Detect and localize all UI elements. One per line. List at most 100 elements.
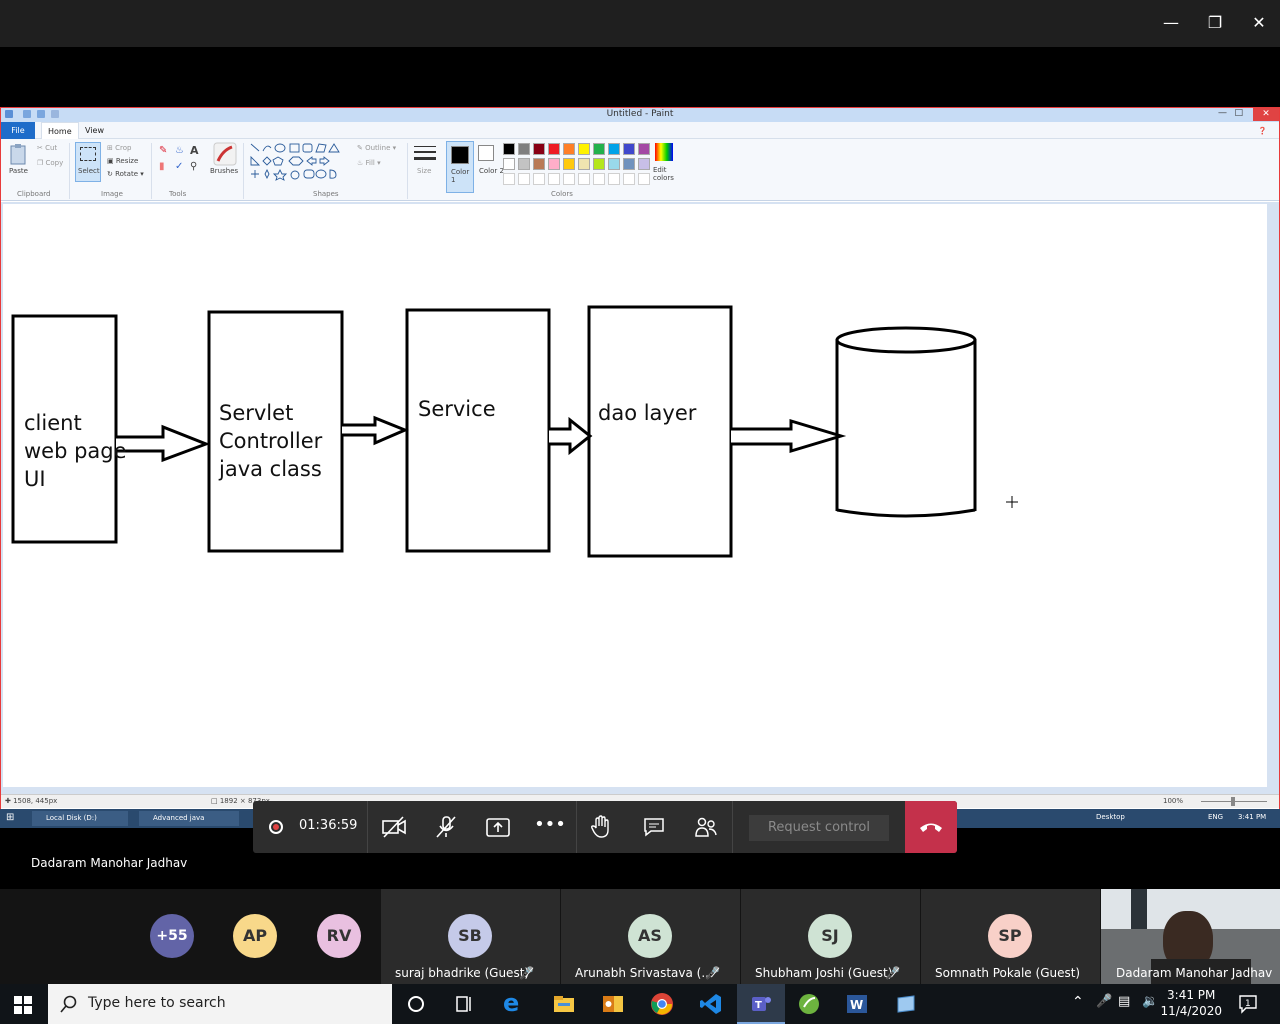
save-icon[interactable] [23,110,31,118]
paint-restore-icon[interactable]: □ [1234,108,1243,118]
palette-swatch[interactable] [548,143,560,155]
notifications-icon[interactable]: 1 [1238,994,1258,1014]
palette-swatch[interactable] [593,158,605,170]
palette-swatch[interactable] [503,158,515,170]
palette-swatch[interactable] [533,158,545,170]
cut-button[interactable]: ✂ Cut [37,144,58,152]
outline-button[interactable]: ✎ Outline ▾ [357,144,397,152]
camera-off-icon[interactable] [381,815,407,839]
taskbar-search[interactable]: Type here to search [48,984,392,1024]
windows-start-icon[interactable] [14,996,32,1014]
palette-swatch[interactable] [518,143,530,155]
palette-swatch[interactable] [623,143,635,155]
magnifier-icon[interactable]: ⚲ [190,161,198,172]
color1-button[interactable]: Color 1 [446,141,474,193]
palette-swatch-empty[interactable] [533,173,545,185]
palette-swatch[interactable] [563,158,575,170]
fill-icon[interactable]: ♨ [175,145,184,156]
color-picker-icon[interactable]: ✓ [175,161,184,172]
volume-icon[interactable]: 🔉 [1142,994,1159,1009]
resize-button[interactable]: ▣ Resize [107,157,139,165]
minimize-icon[interactable]: — [1163,13,1179,32]
palette-swatch-empty[interactable] [593,173,605,185]
task-view-icon[interactable] [452,992,476,1016]
share-screen-icon[interactable] [486,816,510,838]
shapes-gallery[interactable] [249,142,345,182]
participant-tile[interactable]: SB suraj bhadrike (Guest) 🎤̸ [381,889,560,984]
crop-button[interactable]: ⊞ Crop [107,144,132,152]
paste-button[interactable]: Paste [9,167,28,175]
vscode-icon[interactable] [699,992,723,1016]
palette-swatch[interactable] [548,158,560,170]
zoom-slider-thumb[interactable] [1231,797,1235,806]
palette-swatch[interactable] [608,158,620,170]
copy-button[interactable]: ❐ Copy [37,159,64,167]
taskbar-clock[interactable]: 3:41 PM 11/4/2020 [1160,987,1222,1019]
restore-icon[interactable]: ❐ [1207,13,1223,32]
paste-icon[interactable] [9,143,27,165]
color2-label[interactable]: Color 2 [479,167,504,175]
palette-swatch[interactable] [578,143,590,155]
rotate-button[interactable]: ↻ Rotate ▾ [107,170,144,178]
remote-task-local-disk[interactable]: Local Disk (D:) [32,811,128,826]
paint-taskbar-icon[interactable] [894,992,918,1016]
participant-video-tile[interactable]: Dadaram Manohar Jadhav [1101,889,1280,984]
brushes-button[interactable]: Brushes [210,167,239,175]
palette-swatch[interactable] [608,143,620,155]
paint-minimize-icon[interactable]: — [1218,108,1227,118]
raise-hand-icon[interactable] [590,815,612,839]
palette-swatch[interactable] [578,158,590,170]
palette-swatch[interactable] [533,143,545,155]
paint-close-icon[interactable]: ✕ [1253,108,1279,121]
text-icon[interactable]: A [190,144,199,157]
tab-file[interactable]: File [1,122,35,139]
fill-button[interactable]: ♨ Fill ▾ [357,159,381,167]
select-button[interactable]: Select [75,142,101,182]
edit-colors-icon[interactable] [655,143,673,161]
tray-chevron-icon[interactable]: ⌃ [1072,994,1084,1010]
avatar-ap[interactable]: AP [233,914,277,958]
size-icon[interactable] [413,144,437,164]
remote-task-advanced-java[interactable]: Advanced java [139,811,239,826]
redo-icon[interactable] [51,110,59,118]
palette-swatch-empty[interactable] [563,173,575,185]
palette-swatch-empty[interactable] [608,173,620,185]
participant-tile[interactable]: SJ Shubham Joshi (Guest) 🎤̸ [741,889,920,984]
word-icon[interactable]: W [845,992,869,1016]
palette-swatch[interactable] [638,143,650,155]
tab-home[interactable]: Home [41,122,79,139]
outlook-icon[interactable] [601,992,625,1016]
participants-icon[interactable] [694,816,718,838]
request-control-button[interactable]: Request control [749,815,889,841]
color2-swatch[interactable] [478,145,494,161]
help-icon[interactable]: ❓ [1258,127,1267,135]
chat-icon[interactable] [643,817,665,837]
teams-taskbar-active[interactable]: T [737,984,785,1024]
file-explorer-icon[interactable] [552,992,576,1016]
hang-up-button[interactable] [905,801,957,853]
edge-icon[interactable]: e [503,989,520,1017]
mic-tray-icon[interactable]: 🎤 [1096,994,1113,1009]
drawing-canvas[interactable]: client web page UI Servlet Controller ja… [3,204,1267,787]
close-icon[interactable]: ✕ [1252,13,1266,32]
size-button[interactable]: Size [417,167,432,175]
palette-swatch[interactable] [638,158,650,170]
undo-icon[interactable] [37,110,45,118]
palette-swatch-empty[interactable] [503,173,515,185]
palette-swatch-empty[interactable] [578,173,590,185]
tab-view[interactable]: View [85,126,104,135]
cortana-icon[interactable] [404,992,428,1016]
palette-swatch[interactable] [563,143,575,155]
network-icon[interactable]: ▤ [1118,994,1131,1009]
palette-swatch-empty[interactable] [518,173,530,185]
eraser-icon[interactable]: ▮ [159,161,165,172]
participant-tile[interactable]: AS Arunabh Srivastava (... 🎤̸ [561,889,740,984]
palette-swatch[interactable] [518,158,530,170]
overflow-participants[interactable]: +55 [150,914,194,958]
pencil-icon[interactable]: ✎ [159,145,168,156]
participant-tile[interactable]: SP Somnath Pokale (Guest) [921,889,1100,984]
palette-swatch-empty[interactable] [548,173,560,185]
edit-colors-button[interactable]: Edit colors [653,166,674,182]
chrome-icon[interactable] [650,992,674,1016]
more-actions-icon[interactable]: ••• [534,814,566,835]
